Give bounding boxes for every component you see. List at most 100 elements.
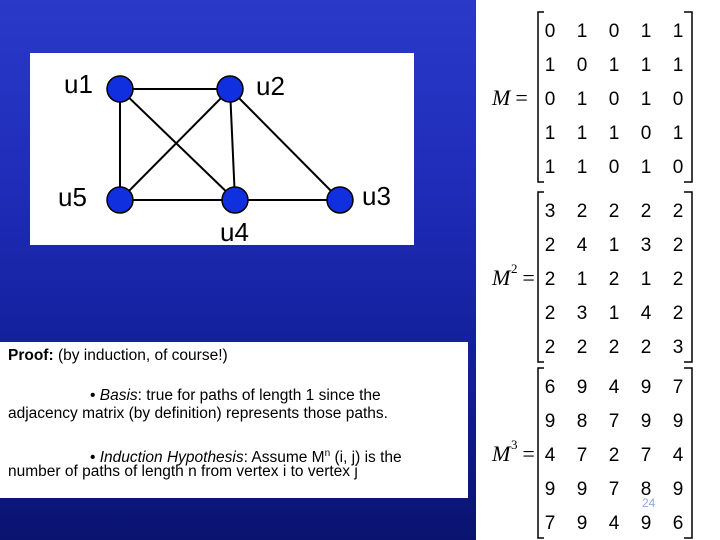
matrix-cell: 0	[641, 123, 652, 144]
edge-u1-u4	[119, 88, 236, 201]
matrix-cell: 7	[641, 445, 652, 466]
proof-label: Proof:	[8, 347, 54, 364]
matrix-cell: 2	[577, 201, 588, 222]
vertex-u3	[326, 186, 354, 214]
matrix-cell: 7	[545, 513, 556, 534]
matrix-cell: 1	[577, 157, 588, 178]
matrix-cell: 2	[673, 201, 684, 222]
basis-text: : true for paths of length 1 since the	[137, 387, 381, 404]
matrix-cell: 9	[641, 377, 652, 398]
matrix-cell: 1	[577, 269, 588, 290]
matrix-cell: 3	[577, 303, 588, 324]
matrix-cell: 9	[545, 411, 556, 432]
vertex-u1	[106, 75, 134, 103]
matrix-cell: 0	[609, 21, 620, 42]
matrix-cell: 1	[609, 235, 620, 256]
matrix-cell: 9	[673, 411, 684, 432]
matrix-cell: 1	[577, 89, 588, 110]
matrix-cell: 9	[577, 513, 588, 534]
matrix-cell: 7	[609, 411, 620, 432]
matrix-cell: 2	[641, 337, 652, 358]
matrix-cell: 2	[641, 201, 652, 222]
matrix-cell: 0	[577, 55, 588, 76]
matrix-cell: 2	[673, 235, 684, 256]
matrix-cell: 2	[545, 269, 556, 290]
basis-label: Basis	[99, 387, 138, 404]
matrix-label: M	[491, 441, 512, 466]
ih-superscript: n	[324, 448, 331, 459]
matrix-cell: 0	[673, 157, 684, 178]
ih-label: Induction Hypothesis	[99, 449, 244, 467]
graph-edges	[119, 88, 341, 201]
ih-text-b: (i, j) is the	[330, 449, 402, 467]
vertex-label-u3: u3	[362, 181, 391, 211]
left-bracket	[537, 367, 544, 539]
matrix-cell: 2	[673, 303, 684, 324]
matrix-label: M	[491, 85, 512, 110]
matrix-cell: 9	[641, 513, 652, 534]
matrix-cell: 2	[609, 445, 620, 466]
basis-line-2: adjacency matrix (by definition) represe…	[8, 405, 388, 422]
matrix-cell: 2	[609, 201, 620, 222]
basis-line: • Basis: true for paths of length 1 sinc…	[90, 387, 381, 405]
matrix-cell: 0	[609, 89, 620, 110]
left-bracket	[537, 11, 544, 183]
matrix-cell: 1	[673, 21, 684, 42]
matrix-cell: 7	[577, 445, 588, 466]
ih-text-a: : Assume M	[243, 449, 325, 467]
proof-title-text: (by induction, of course!)	[53, 347, 228, 364]
ih-bullet: •	[90, 449, 100, 467]
matrix-exponent: 2	[511, 261, 518, 276]
matrix-cell: 4	[673, 445, 684, 466]
matrix-cell: 2	[545, 235, 556, 256]
matrix-cell: 3	[673, 337, 684, 358]
vertex-u4	[221, 186, 249, 214]
left-bracket	[537, 191, 544, 363]
matrix-cell: 7	[673, 377, 684, 398]
matrix-label: M	[491, 265, 512, 290]
matrix-cell: 1	[577, 21, 588, 42]
ih-line-2: number of paths of length n from vertex …	[8, 463, 358, 480]
edge-u2-u4	[229, 88, 236, 201]
equals-sign: =	[521, 441, 536, 466]
slide-number: 24	[642, 496, 656, 510]
matrix-cell: 9	[545, 479, 556, 500]
matrix-cell: 4	[609, 377, 620, 398]
equals-sign: =	[521, 265, 536, 290]
matrix-cell: 9	[641, 411, 652, 432]
vertex-label-u5: u5	[58, 182, 87, 212]
matrix-cell: 8	[641, 479, 652, 500]
matrix-cell: 6	[545, 377, 556, 398]
matrix-exponent: 3	[511, 437, 518, 452]
matrix-cell: 1	[641, 21, 652, 42]
right-bracket	[684, 191, 693, 363]
matrix-cell: 0	[545, 89, 556, 110]
matrix-cell: 3	[641, 235, 652, 256]
matrix-cell: 1	[673, 55, 684, 76]
matrix-cell: 0	[609, 157, 620, 178]
matrix-cell: 1	[609, 303, 620, 324]
matrix-cell: 8	[577, 411, 588, 432]
matrix-cell: 0	[673, 89, 684, 110]
matrix-cell: 9	[577, 479, 588, 500]
matrix-cell: 9	[577, 377, 588, 398]
matrix-cell: 1	[641, 269, 652, 290]
matrix-cell: 1	[641, 157, 652, 178]
matrix-cell: 2	[545, 337, 556, 358]
matrix-cell: 0	[545, 21, 556, 42]
matrix-cell: 1	[609, 123, 620, 144]
vertex-u5	[106, 186, 134, 214]
vertex-label-u2: u2	[256, 71, 285, 101]
matrix-cell: 1	[641, 89, 652, 110]
vertex-u2	[216, 75, 244, 103]
matrix-cell: 3	[545, 201, 556, 222]
matrix-cell: 4	[577, 235, 588, 256]
